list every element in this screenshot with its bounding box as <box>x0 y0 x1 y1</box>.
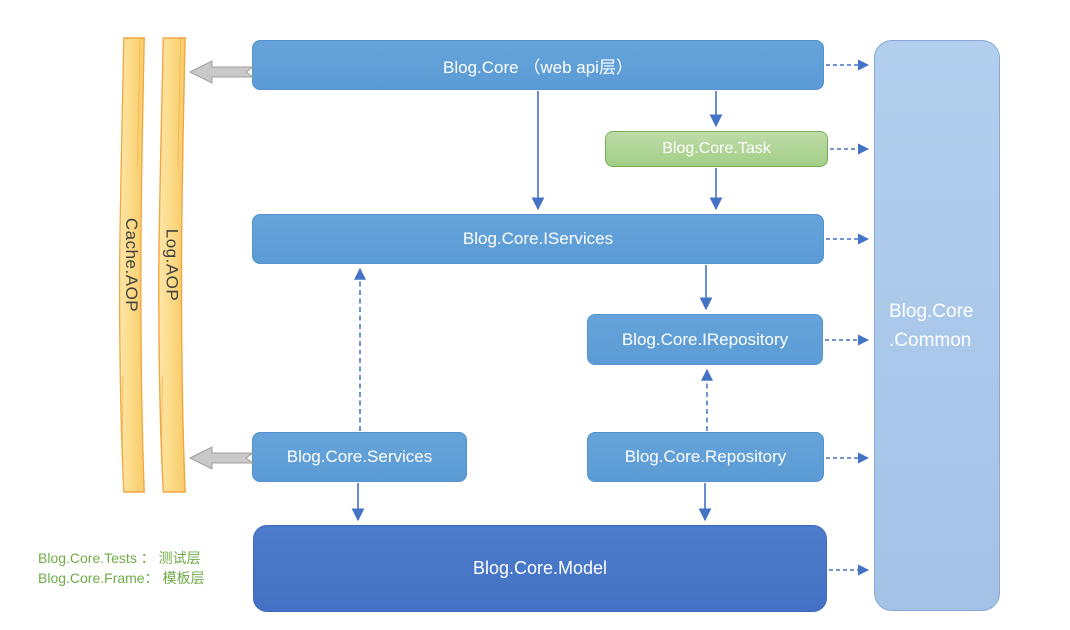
common-label-line1: Blog.Core <box>889 300 974 322</box>
common-label-line2: .Common <box>889 329 972 351</box>
gray-arrow-services-to-aop <box>188 446 255 470</box>
cache-aop-ribbon: Cache.AOP <box>117 37 146 493</box>
node-blog-core-common-label: Blog.Core .Common <box>889 297 974 355</box>
gray-arrow-core-to-aop <box>188 60 255 84</box>
node-blog-core-common: Blog.Core .Common <box>874 40 1000 611</box>
node-blog-core-services: Blog.Core.Services <box>252 432 467 482</box>
ribbon-shape <box>118 37 145 493</box>
legend-notes: Blog.Core.Tests ： 测试层 Blog.Core.Frame： 模… <box>38 548 204 588</box>
node-blog-core-webapi-label: Blog.Core （web api层） <box>443 57 633 77</box>
node-blog-core-iservices: Blog.Core.IServices <box>252 214 824 264</box>
note-tests: Blog.Core.Tests ： 测试层 <box>38 550 201 566</box>
node-blog-core-iservices-label: Blog.Core.IServices <box>462 229 614 248</box>
node-blog-core-model: Blog.Core.Model <box>253 525 827 612</box>
node-blog-core-irepository-label: Blog.Core.IRepository <box>621 329 789 349</box>
node-blog-core-repository: Blog.Core.Repository <box>587 432 824 482</box>
node-blog-core-repository-label: Blog.Core.Repository <box>624 447 787 466</box>
note-frame: Blog.Core.Frame： 模板层 <box>38 570 205 586</box>
node-blog-core-task-label: Blog.Core.Task <box>662 140 771 157</box>
ribbon-shape <box>158 37 186 493</box>
log-aop-label: Log.AOP <box>162 228 182 302</box>
log-aop-ribbon: Log.AOP <box>156 37 187 493</box>
node-blog-core-task: Blog.Core.Task <box>605 131 828 167</box>
node-blog-core-webapi: Blog.Core （web api层） <box>252 40 824 90</box>
node-blog-core-services-label: Blog.Core.Services <box>286 447 433 466</box>
node-blog-core-irepository: Blog.Core.IRepository <box>587 314 823 365</box>
cache-aop-label: Cache.AOP <box>122 217 142 313</box>
node-blog-core-model-label: Blog.Core.Model <box>472 558 608 578</box>
